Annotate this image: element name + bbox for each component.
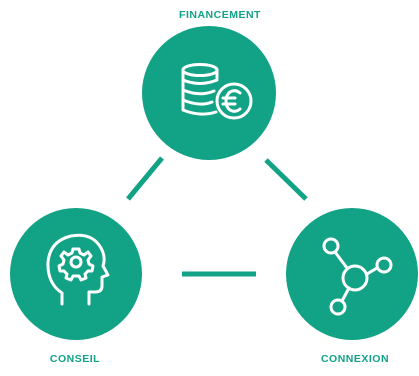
connector-top-left [126,156,164,201]
head-gear-icon [46,233,110,306]
label-financement: FINANCEMENT [179,9,261,21]
label-connexion: CONNEXION [320,353,390,365]
connexion-circle [286,208,418,340]
coins-euro-icon [181,63,253,120]
label-conseil: CONSEIL [49,353,101,365]
connector-top-right [264,158,308,201]
conseil-circle [10,208,142,340]
node-connexion [286,208,418,340]
node-financement [142,26,276,160]
network-nodes-icon [322,237,393,316]
node-conseil [10,208,142,340]
